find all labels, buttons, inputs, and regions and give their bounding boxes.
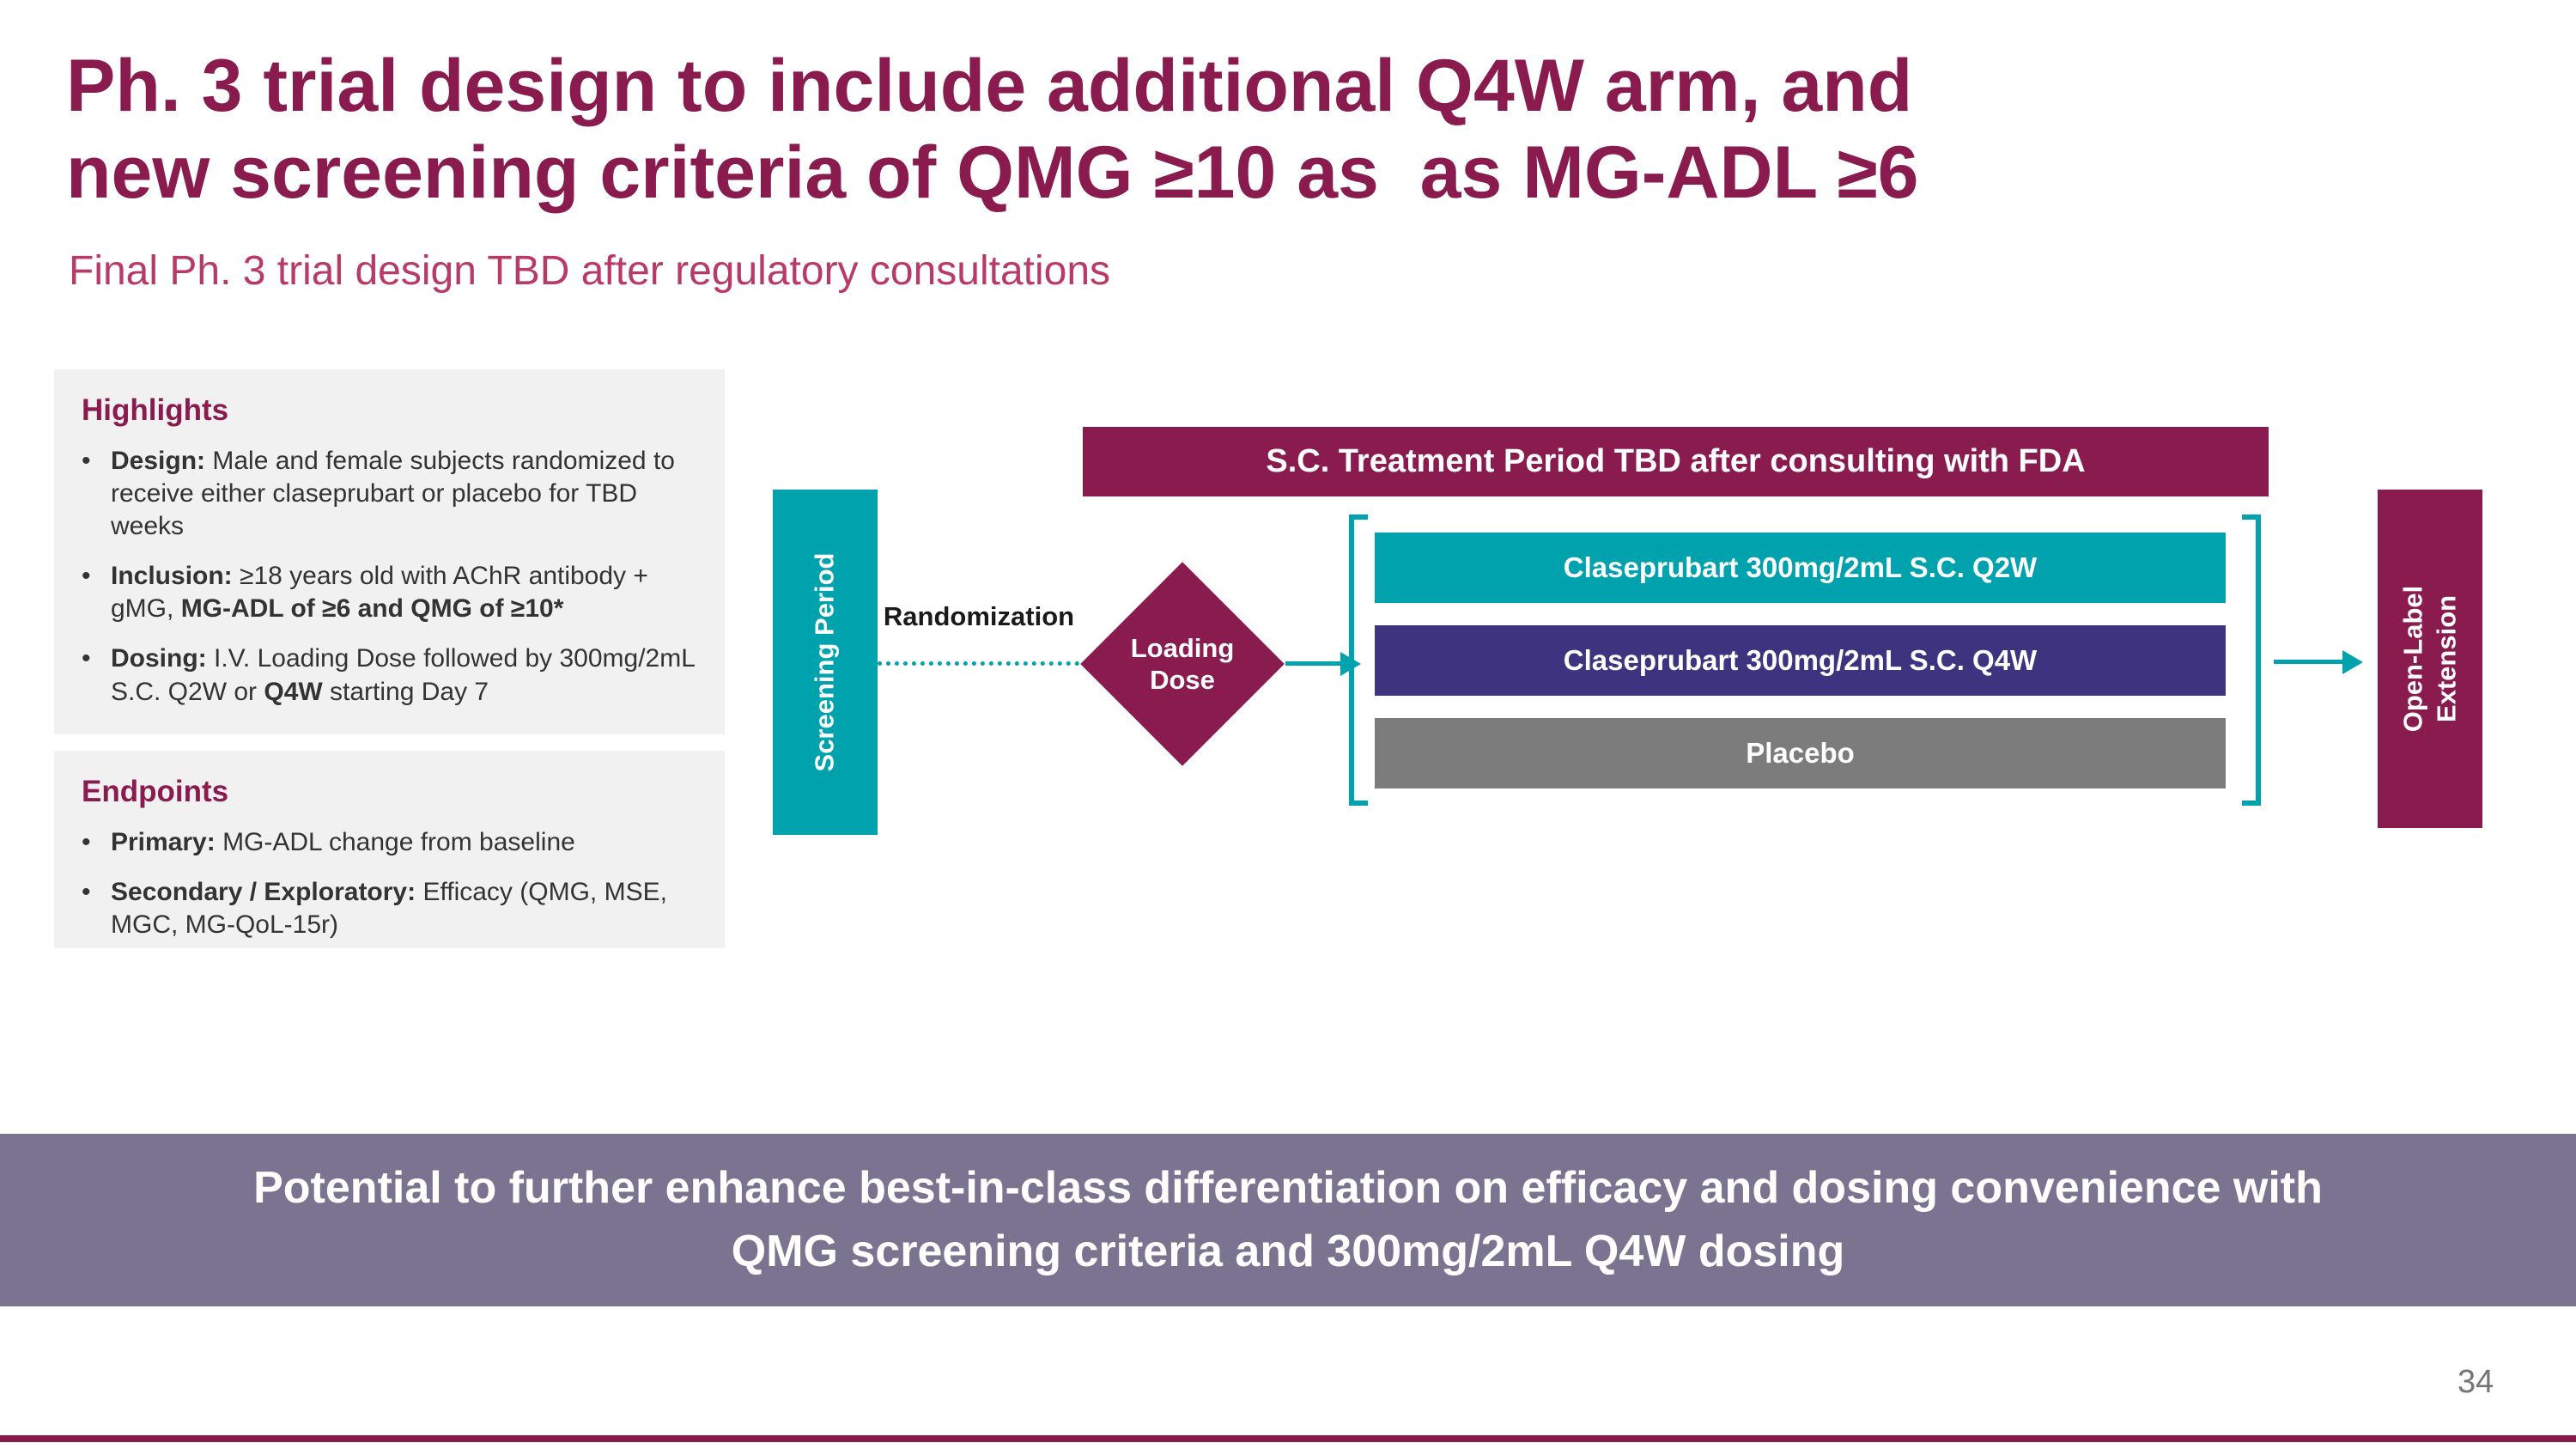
open-label-extension-label: Open-Label Extension: [2397, 585, 2461, 733]
endpoints-bullet-list: • Primary: MG-ADL change from baseline • Se…: [82, 826, 697, 941]
bullet-marker: •: [82, 447, 91, 475]
bullet-item: • Inclusion: ≥18 years old with AChR anti…: [82, 560, 697, 625]
bullet-item: • Dosing: I.V. Loading Dose followed by 3…: [82, 642, 697, 708]
loading-dose-label: Loading Dose: [1130, 632, 1235, 695]
bullet-item: • Primary: MG-ADL change from baseline: [82, 826, 697, 859]
arm-bracket-left: [1349, 514, 1368, 806]
bullet-marker: •: [82, 644, 91, 673]
flow-arrow-to-arms-line: [1285, 661, 1342, 666]
bullet-text: Inclusion: ≥18 years old with AChR antib…: [111, 562, 648, 624]
treatment-arm-bar: Claseprubart 300mg/2mL S.C. Q4W: [1375, 625, 2226, 696]
key-message-line1: Potential to further enhance best-in-cla…: [253, 1162, 2323, 1213]
bullet-marker: •: [82, 878, 91, 907]
bullet-marker: •: [82, 828, 91, 856]
bullet-text: Primary: MG-ADL change from baseline: [111, 828, 575, 856]
treatment-arm-label: Placebo: [1746, 737, 1855, 769]
treatment-arm-bar: Claseprubart 300mg/2mL S.C. Q2W: [1375, 533, 2226, 603]
slide-title-line2: new screening criteria of QMG ≥10 as as …: [66, 131, 1919, 215]
randomization-dotted-line: [878, 661, 1088, 666]
slide-title: Ph. 3 trial design to include additional…: [66, 43, 2436, 217]
open-label-extension-box: Open-Label Extension: [2378, 490, 2482, 828]
slide-title-line1: Ph. 3 trial design to include additional…: [66, 45, 1913, 127]
screening-period-box: Screening Period: [773, 490, 878, 835]
bullet-text: Design: Male and female subjects randomi…: [111, 447, 675, 541]
endpoints-panel: Endpoints • Primary: MG-ADL change from b…: [54, 751, 725, 948]
endpoints-heading: Endpoints: [82, 775, 229, 808]
slide-subtitle: Final Ph. 3 trial design TBD after regul…: [69, 248, 1111, 294]
highlights-heading: Highlights: [82, 393, 229, 427]
bullet-marker: •: [82, 562, 91, 591]
treatment-arm-label: Claseprubart 300mg/2mL S.C. Q2W: [1563, 551, 2038, 583]
highlights-panel: Highlights • Design: Male and female subj…: [54, 369, 725, 734]
highlights-bullet-list: • Design: Male and female subjects random…: [82, 445, 697, 709]
screening-period-label: Screening Period: [809, 552, 840, 772]
treatment-arm-bar: Placebo: [1375, 718, 2226, 788]
bullet-item: • Design: Male and female subjects random…: [82, 445, 697, 543]
page-number: 34: [2458, 1364, 2494, 1400]
bullet-item: • Secondary / Exploratory: Efficacy (QMG,…: [82, 876, 697, 941]
treatment-period-banner: S.C. Treatment Period TBD after consulti…: [1083, 427, 2269, 496]
bullet-text: Dosing: I.V. Loading Dose followed by 30…: [111, 644, 695, 706]
loading-dose-diamond: Loading Dose: [1080, 562, 1285, 766]
flow-arrow-to-extension-line: [2274, 660, 2344, 664]
flow-arrow-to-extension-head: [2342, 650, 2363, 674]
key-message-banner: Potential to further enhance best-in-cla…: [0, 1134, 2576, 1306]
bottom-rule: [0, 1435, 2576, 1442]
arm-bracket-right: [2242, 514, 2261, 806]
randomization-label: Randomization: [883, 601, 1075, 631]
treatment-arm-label: Claseprubart 300mg/2mL S.C. Q4W: [1563, 644, 2038, 676]
key-message-line2: QMG screening criteria and 300mg/2mL Q4W…: [731, 1226, 1845, 1276]
bullet-text: Secondary / Exploratory: Efficacy (QMG, …: [111, 878, 667, 940]
treatment-arms: Claseprubart 300mg/2mL S.C. Q2W Claseprub…: [1375, 533, 2226, 811]
